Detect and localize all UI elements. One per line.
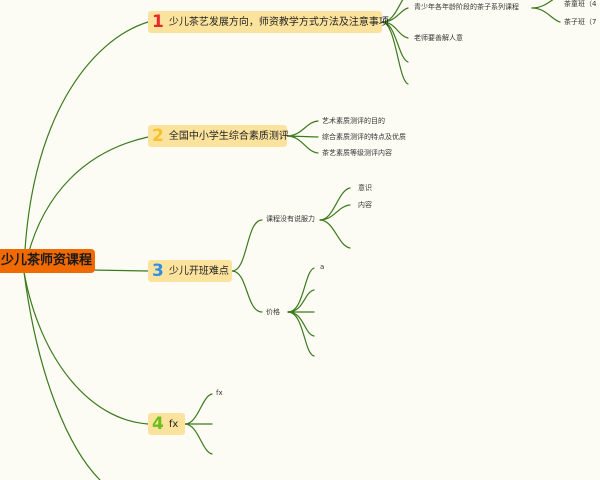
- branch-label-4: fx: [168, 419, 179, 430]
- edge-b3-sub1-2: [319, 204, 351, 221]
- edge-b1-top: [381, 0, 404, 23]
- edge-b3-sub1-3: [319, 219, 351, 249]
- edge-b3-sub1-1: [319, 187, 351, 221]
- edge-root-branch4: [23, 271, 149, 425]
- root-topic[interactable]: 少儿茶师资课程: [0, 249, 95, 273]
- leaf-b1-grandchild-1[interactable]: 茶童班（4: [564, 0, 597, 8]
- edge-b1-grand-2: [531, 7, 561, 23]
- leaf-b4-child-1[interactable]: fx: [216, 389, 223, 397]
- edge-b3-sub2-4: [287, 311, 315, 337]
- branch-label-3: 少儿开班难点: [168, 266, 229, 277]
- edge-b1-child4: [381, 21, 409, 85]
- leaf-b2-child-1[interactable]: 艺术素质测评的目的: [322, 117, 385, 125]
- edge-root-offscreen: [23, 271, 101, 480]
- edge-b2-child3: [286, 135, 319, 154]
- topic-branch-4[interactable]: 4 fx: [148, 413, 185, 435]
- edge-root-branch1: [23, 21, 149, 273]
- edge-b1-grand-1: [531, 0, 554, 9]
- leaf-b2-child-3[interactable]: 茶艺素质等级测评内容: [322, 149, 392, 157]
- edge-b4-child1: [184, 393, 213, 425]
- leaf-b3-child-1[interactable]: 课程没有说服力: [266, 215, 315, 223]
- edge-root-branch3: [89, 269, 149, 272]
- leaf-b3-sub1-1[interactable]: 意识: [358, 184, 372, 192]
- topic-branch-1[interactable]: 1 少儿茶艺发展方向，师资教学方式方法及注意事项: [148, 11, 389, 33]
- edge-root-branch2: [23, 136, 149, 273]
- edge-b3-sub2-1: [287, 267, 315, 313]
- edge-b3-child1: [231, 219, 263, 272]
- branch-label-1: 少儿茶艺发展方向，师资教学方式方法及注意事项: [168, 17, 389, 28]
- branch-label-2: 全国中小学生综合素质测评: [168, 131, 289, 142]
- branch-number-2: 2: [152, 126, 164, 146]
- topic-branch-2[interactable]: 2 全国中小学生综合素质测评: [148, 125, 289, 147]
- branch-number-4: 4: [152, 414, 164, 434]
- leaf-b3-sub2-1[interactable]: a: [320, 263, 325, 271]
- leaf-b3-child-2[interactable]: 价格: [266, 308, 280, 316]
- branch-number-3: 3: [152, 261, 164, 281]
- edge-b2-child1: [286, 120, 319, 137]
- topic-branch-3[interactable]: 3 少儿开班难点: [148, 260, 232, 282]
- leaf-b1-child-2[interactable]: 老师要善解人意: [414, 34, 463, 42]
- edge-b3-sub2-2: [287, 289, 315, 313]
- branch-number-1: 1: [152, 12, 164, 32]
- edge-b3-child2: [231, 270, 263, 313]
- leaf-b3-sub1-2[interactable]: 内容: [358, 201, 372, 209]
- leaf-b1-child-1[interactable]: 青少年各年龄阶段的茶子系列课程: [414, 3, 519, 11]
- leaf-b1-grandchild-2[interactable]: 茶子班（7: [564, 18, 597, 26]
- edge-b4-child3: [184, 423, 213, 455]
- edge-b3-sub2-5: [287, 311, 315, 357]
- leaf-b2-child-2[interactable]: 综合素质测评的特点及优质: [322, 133, 406, 141]
